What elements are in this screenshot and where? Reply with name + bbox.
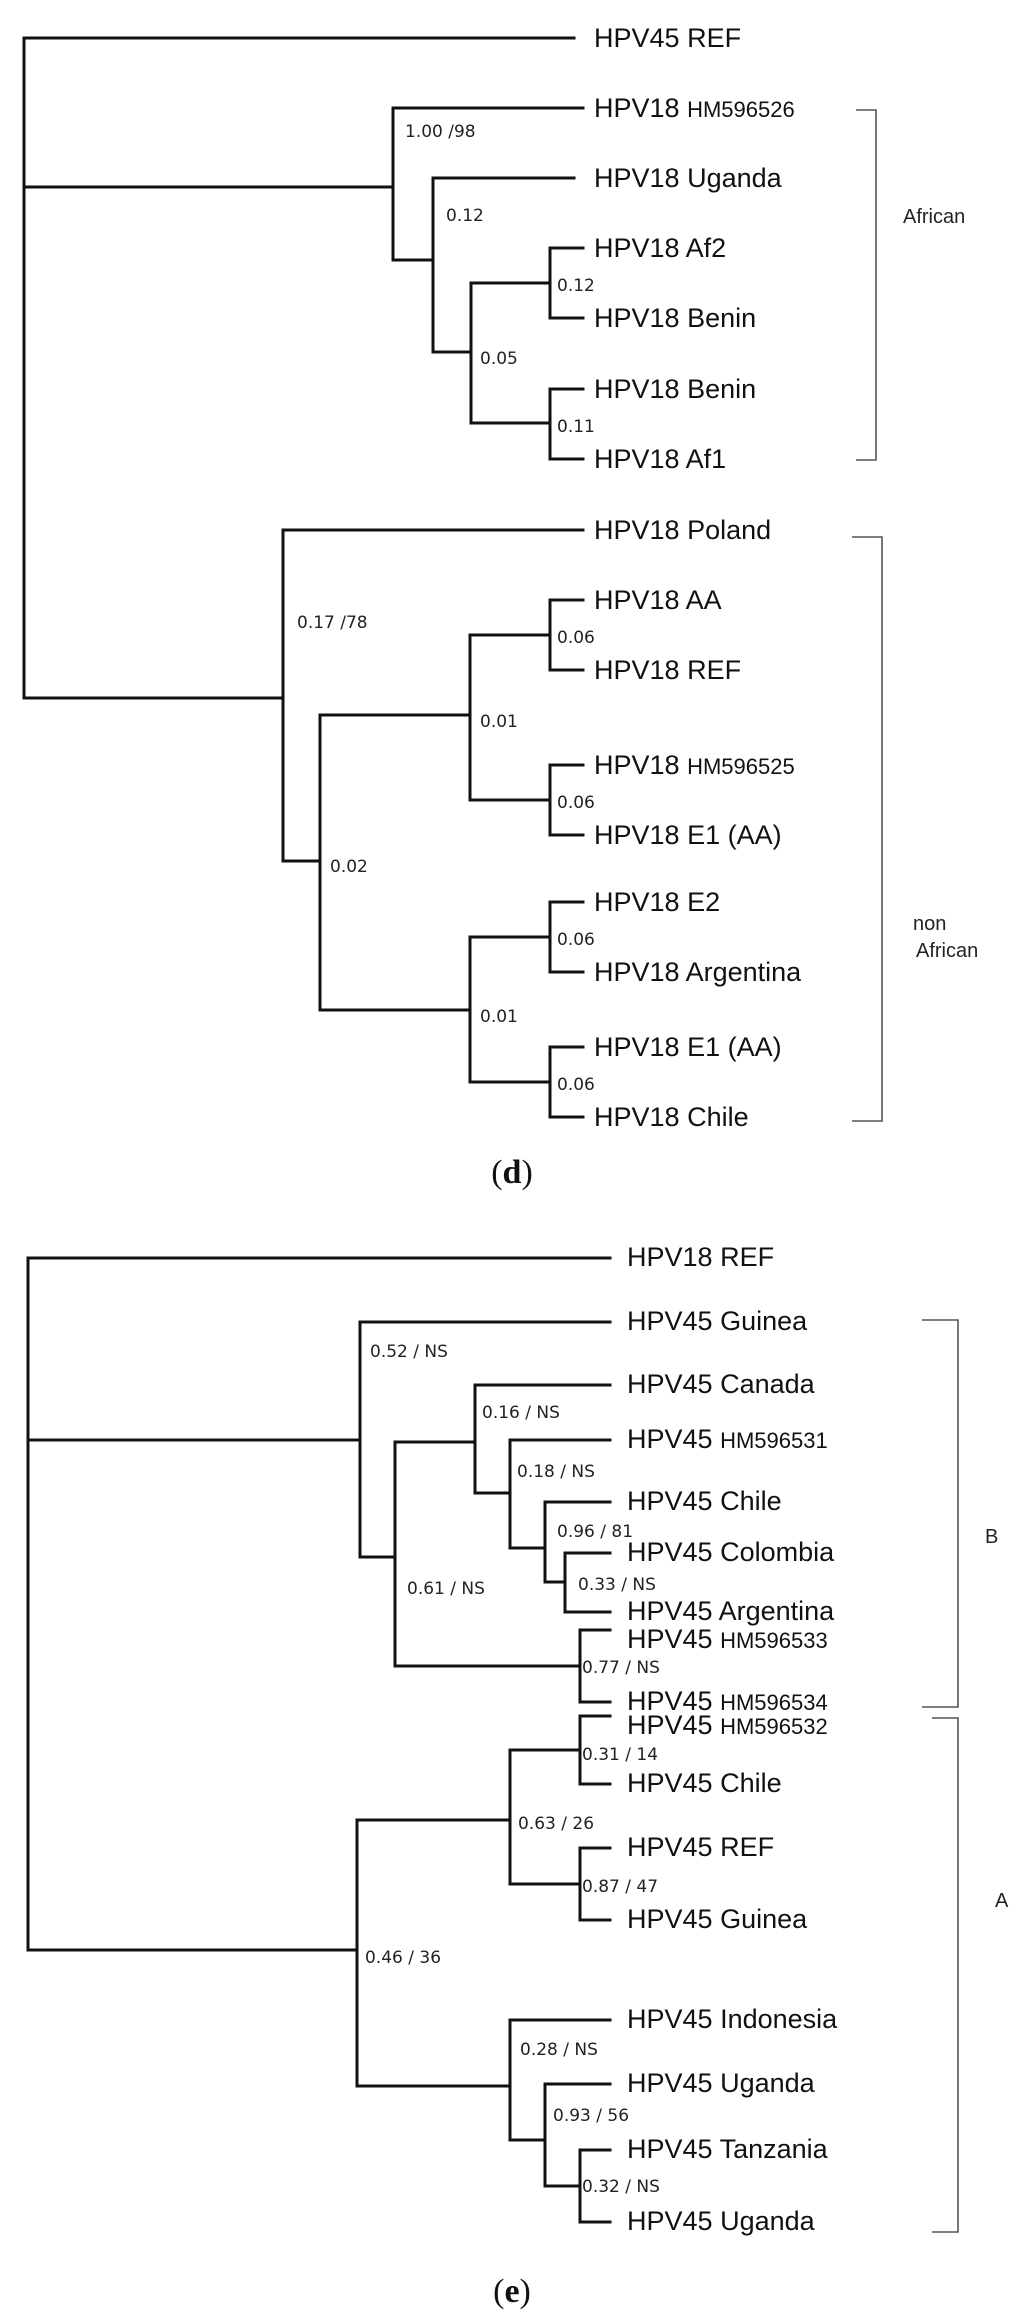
taxon-label: HPV18 Uganda — [594, 163, 783, 193]
node-support-label: 0.61 / NS — [407, 1579, 485, 1599]
node-support-label: 0.05 — [480, 349, 518, 369]
taxon-label: HPV18 REF — [627, 1242, 774, 1272]
node-support-label: 0.17 /78 — [297, 613, 368, 633]
taxon-label: HPV45 HM596531 — [627, 1424, 828, 1454]
taxon-label: HPV45 Colombia — [627, 1537, 835, 1567]
node-support-label: 1.00 /98 — [405, 122, 476, 142]
taxon-label: HPV18 Argentina — [594, 957, 802, 987]
node-support-label: 0.12 — [446, 206, 484, 226]
non-african-group-label: non — [913, 913, 946, 935]
taxon-label: HPV18 Af2 — [594, 233, 726, 263]
node-support-label: 0.12 — [557, 276, 595, 296]
taxon-label: HPV45 Guinea — [627, 1306, 808, 1336]
group-a-bracket — [932, 1717, 959, 2233]
taxon-label: HPV18 Chile — [594, 1102, 749, 1132]
taxon-label: HPV18 HM596526 — [594, 93, 795, 123]
group-b-bracket — [922, 1319, 959, 1708]
node-support-label: 0.18 / NS — [517, 1462, 595, 1482]
taxon-label: HPV18 Benin — [594, 374, 756, 404]
node-support-label: 0.63 / 26 — [518, 1814, 594, 1834]
node-support-label: 0.06 — [557, 930, 595, 950]
node-support-label: 0.93 / 56 — [553, 2106, 629, 2126]
taxon-label: HPV18 AA — [594, 585, 722, 615]
node-support-label: 0.87 / 47 — [582, 1877, 658, 1897]
node-support-label: 0.11 — [557, 417, 595, 437]
group-a-label: A — [995, 1890, 1009, 1912]
node-support-label: 0.16 / NS — [482, 1403, 560, 1423]
node-support-label: 0.06 — [557, 628, 595, 648]
taxon-label: HPV45 Chile — [627, 1486, 782, 1516]
panel-d-caption: (d) — [491, 1154, 533, 1191]
panel-e-caption: (e) — [493, 2273, 531, 2310]
taxon-label: HPV18 HM596525 — [594, 750, 795, 780]
taxon-label: HPV45 Uganda — [627, 2068, 816, 2098]
panel-e-tree: HPV18 REF HPV45 Guinea HPV45 Canada HPV4… — [26, 1242, 1009, 2310]
node-support-label: 0.33 / NS — [578, 1575, 656, 1595]
non-african-group-bracket — [852, 536, 883, 1122]
panel-e-branches — [26, 1256, 612, 2224]
group-b-label: B — [985, 1526, 998, 1548]
taxon-label: HPV45 HM596533 — [627, 1624, 828, 1654]
taxon-label: HPV18 E2 — [594, 887, 720, 917]
taxon-label: HPV45 HM596532 — [627, 1710, 828, 1740]
node-support-label: 0.52 / NS — [370, 1342, 448, 1362]
taxon-label: HPV45 Uganda — [627, 2206, 816, 2236]
non-african-group-label: African — [916, 940, 978, 962]
node-support-label: 0.31 / 14 — [582, 1745, 658, 1765]
taxon-label: HPV45 REF — [627, 1832, 774, 1862]
taxon-label: HPV18 Af1 — [594, 444, 726, 474]
panel-d-branches — [22, 36, 585, 1119]
african-group-bracket — [856, 109, 877, 461]
taxon-label: HPV45 Guinea — [627, 1904, 808, 1934]
taxon-label: HPV45 Canada — [627, 1369, 816, 1399]
panel-d-tree: HPV45 REF HPV18 HM596526 HPV18 Uganda HP… — [22, 23, 978, 1191]
node-support-label: 0.02 — [330, 857, 368, 877]
taxon-label: HPV45 Chile — [627, 1768, 782, 1798]
node-support-label: 0.96 / 81 — [557, 1522, 633, 1542]
node-support-label: 0.01 — [480, 1007, 518, 1027]
taxon-label: HPV45 HM596534 — [627, 1686, 828, 1716]
taxon-label: HPV45 Argentina — [627, 1596, 835, 1626]
taxon-label: HPV18 REF — [594, 655, 741, 685]
taxon-label: HPV45 Tanzania — [627, 2134, 829, 2164]
taxon-label: HPV18 Benin — [594, 303, 756, 333]
taxon-label: HPV45 Indonesia — [627, 2004, 838, 2034]
african-group-label: African — [903, 206, 965, 228]
node-support-label: 0.32 / NS — [582, 2177, 660, 2197]
taxon-label: HPV18 E1 (AA) — [594, 820, 782, 850]
taxon-label: HPV18 E1 (AA) — [594, 1032, 782, 1062]
node-support-label: 0.06 — [557, 793, 595, 813]
taxon-label: HPV18 Poland — [594, 515, 771, 545]
node-support-label: 0.01 — [480, 712, 518, 732]
node-support-label: 0.06 — [557, 1075, 595, 1095]
node-support-label: 0.46 / 36 — [365, 1948, 441, 1968]
node-support-label: 0.28 / NS — [520, 2040, 598, 2060]
node-support-label: 0.77 / NS — [582, 1658, 660, 1678]
taxon-label: HPV45 REF — [594, 23, 741, 53]
